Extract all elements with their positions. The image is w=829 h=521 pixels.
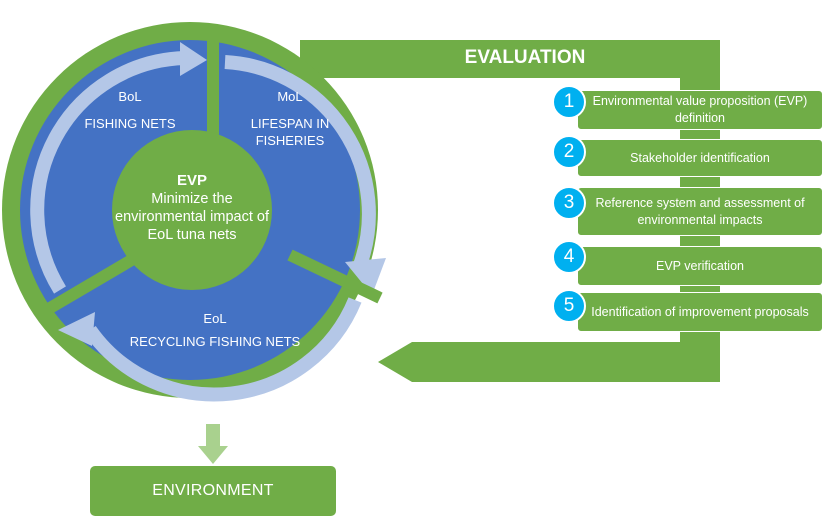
eol-label: RECYCLING FISHING NETS [129, 334, 301, 349]
step-2-box: Stakeholder identification [577, 139, 823, 177]
step-4-badge: 4 [552, 240, 586, 274]
mol-label: LIFESPAN IN FISHERIES [250, 116, 330, 148]
step-1-badge: 1 [552, 85, 586, 119]
evp-title: EVP [176, 172, 207, 189]
evp-center-text: EVP Minimize the environmental impact of… [112, 172, 272, 244]
step-2-text: Stakeholder identification [630, 150, 770, 165]
segment-dividers [46, 38, 383, 314]
step-3-text: Reference system and assessment of envir… [595, 195, 805, 227]
step-4-box: EVP verification [577, 246, 823, 286]
evp-description: Minimize the environmental impact of EoL… [115, 191, 269, 243]
evp-center-circle [112, 130, 272, 290]
step-1-text: Environmental value proposition (EVP) de… [592, 94, 808, 125]
step-3-box: Reference system and assessment of envir… [577, 187, 823, 236]
mol-abbr: MoL [277, 89, 303, 104]
environment-down-arrow-icon [198, 424, 228, 464]
step-5-text: Identification of improvement proposals [591, 304, 809, 319]
cycle-arrows [30, 51, 376, 402]
bol-segment-label: BoL FISHING NETS [70, 88, 190, 132]
eol-segment-label: EoL RECYCLING FISHING NETS [120, 310, 310, 350]
step-4-text: EVP verification [655, 258, 744, 273]
environment-label: ENVIRONMENT [152, 482, 274, 499]
environment-box: ENVIRONMENT [90, 466, 336, 516]
cycle-arrow-heads-icon [58, 42, 386, 346]
step-5-box: Identification of improvement proposals [577, 292, 823, 332]
step-1-box: Environmental value proposition (EVP) de… [577, 90, 823, 130]
eol-abbr: EoL [203, 311, 227, 326]
evaluation-loop-band [300, 40, 720, 382]
mol-segment-label: MoL LIFESPAN IN FISHERIES [235, 88, 345, 149]
step-2-badge: 2 [552, 135, 586, 169]
step-5-badge: 5 [552, 289, 586, 323]
evaluation-title: EVALUATION [464, 47, 586, 68]
step-3-badge: 3 [552, 186, 586, 220]
bol-label: FISHING NETS [84, 116, 176, 131]
evaluation-return-arrow-icon [378, 342, 412, 382]
bol-abbr: BoL [118, 89, 142, 104]
